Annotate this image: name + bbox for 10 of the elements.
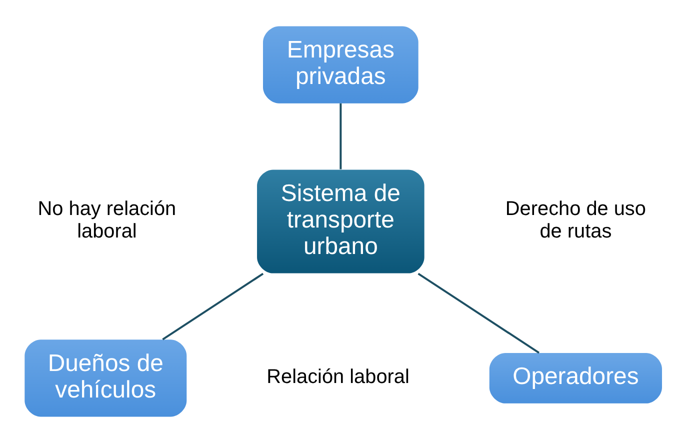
label: Derecho de uso de rutas xyxy=(505,197,646,242)
node-box: Operadores xyxy=(489,352,662,403)
connector xyxy=(418,272,540,354)
label: No hay relación laboral xyxy=(38,197,176,242)
node-box: Empresas privadas xyxy=(263,26,418,103)
node-box: Dueños de vehículos xyxy=(24,339,187,416)
label: Relación laboral xyxy=(266,365,410,388)
connector xyxy=(340,102,342,169)
connector xyxy=(162,272,264,340)
node-box: Sistema de transporte urbano xyxy=(257,169,424,273)
